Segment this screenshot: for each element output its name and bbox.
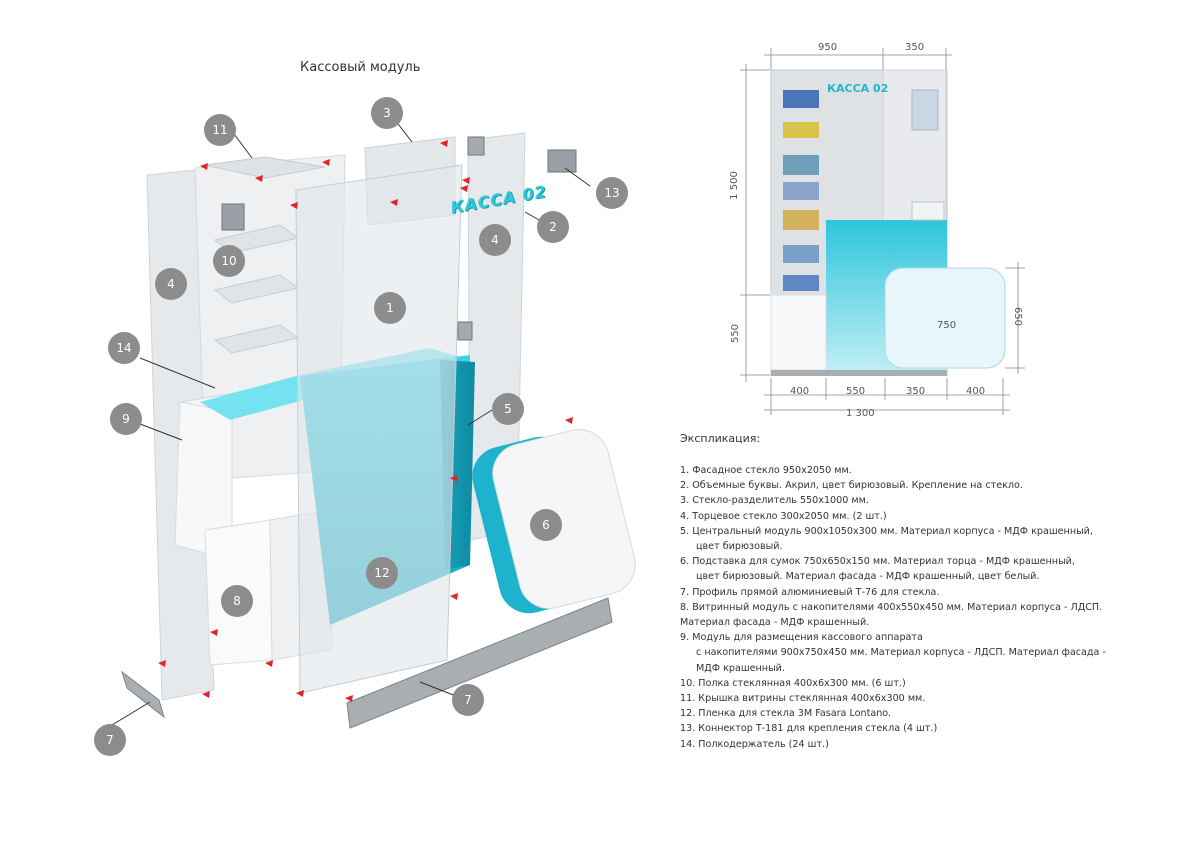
front-elevation [740,48,1025,415]
callout-14: 14 [108,332,140,364]
callout-5: 5 [492,393,524,425]
explication-title: Экспликация: [680,432,761,445]
connector-mid-right [457,321,473,341]
elevation-register [911,201,945,221]
dim-bottom-400a: 400 [790,386,810,397]
callout-10: 10 [213,245,245,277]
display-lid-glass [204,156,326,179]
elevation-display-module [770,294,827,371]
elevation-poster [911,89,939,131]
callout-3: 3 [371,97,403,129]
explication-item: Материал фасада - МДФ крашенный. [680,617,870,629]
callout-9: 9 [110,403,142,435]
explication-item: 1. Фасадное стекло 950х2050 мм. [680,465,852,476]
exploded-view [111,119,636,729]
callout-13: 13 [596,177,628,209]
elevation-base-profile [771,370,947,376]
callout-2: 2 [537,211,569,243]
facade-glass [295,164,463,694]
profile-7-short [121,670,165,719]
dim-left-1500: 1 500 [728,171,740,200]
connector-13 [547,149,577,173]
explication-item: 5. Центральный модуль 900х1050х300 мм. М… [680,525,1093,537]
explication-item: 2. Объемные буквы. Акрил, цвет бирюзовый… [680,480,1023,492]
callout-12: 12 [366,557,398,589]
explication-item: 8. Витринный модуль с накопителями 400х5… [680,601,1103,613]
explication-item: 10. Полка стеклянная 400х6х300 мм. (6 шт… [680,677,906,689]
explication-item: 13. Коннектор Т-181 для крепления стекла… [680,723,938,735]
dim-bottom-350: 350 [906,386,926,397]
explication-item: 7. Профиль прямой алюминиевый Т-76 для с… [680,586,940,598]
connector-top-left [221,203,245,231]
callout-1: 1 [374,292,406,324]
dim-bottom-550: 550 [846,386,866,397]
dim-bottom-400b: 400 [966,386,986,397]
explication-item: 14. Полкодержатель (24 шт.) [680,738,829,750]
dim-stand-750: 750 [937,320,957,331]
callout-6: 6 [530,509,562,541]
dim-total-1300: 1 300 [846,408,875,419]
elevation-sign: КАССА 02 [827,82,889,95]
callout-11: 11 [204,114,236,146]
connector-top-right [467,136,485,156]
explication-item: 3. Стекло-разделитель 550х1000 мм. [680,495,869,507]
callout-8: 8 [221,585,253,617]
drawing-title: Кассовый модуль [300,60,421,75]
explication-item: цвет бирюзовый. Материал фасада - МДФ кр… [696,571,1040,583]
dim-right-650: 650 [1012,306,1024,327]
explication-item: МДФ крашенный. [696,662,785,674]
explication-item: 9. Модуль для размещения кассового аппар… [680,632,923,644]
dim-top-350: 350 [905,42,925,53]
explication-item: 12. Пленка для стекла 3M Fasara Lontano. [680,708,892,720]
callout-4-right: 4 [479,224,511,256]
dim-left-550: 550 [730,323,742,344]
explication-item: 6. Подставка для сумок 750х650х150 мм. М… [680,556,1075,568]
explication-list: 1. Фасадное стекло 950х2050 мм. 2. Объем… [680,463,1150,752]
profile-7-long [346,597,613,729]
elevation-bag-stand [884,267,1006,369]
explication-item: цвет бирюзовый. [696,541,783,553]
callout-7-right: 7 [452,684,484,716]
bag-stand-face [492,429,636,609]
explication-item: 11. Крышка витрины стеклянная 400х6х300 … [680,693,926,705]
dim-top-950: 950 [818,42,838,53]
explication-item: 4. Торцевое стекло 300х2050 мм. (2 шт.) [680,510,887,522]
callout-4-left: 4 [155,268,187,300]
explication-item: с накопителями 900х750х450 мм. Материал … [696,647,1106,659]
elevation-products [783,90,819,291]
callout-7-left: 7 [94,724,126,756]
assembly-markers [158,140,573,702]
